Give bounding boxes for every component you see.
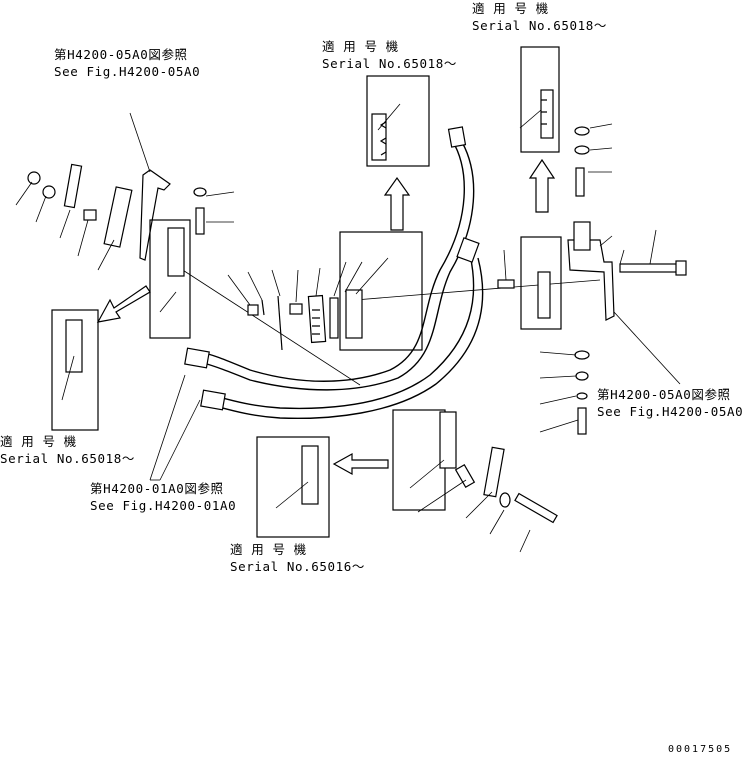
reference-label-bottom-left-en: See Fig.H4200-01A0 xyxy=(90,498,237,513)
serial-label-left-no: Serial No.65018～ xyxy=(0,451,135,466)
inset-box-top-right xyxy=(519,46,560,153)
arrow-down-left xyxy=(96,285,151,323)
right-bracket-assembly xyxy=(497,123,687,435)
inset-box-top-center xyxy=(366,75,430,167)
reference-label-right-jp: 第H4200-05A0図参照 xyxy=(597,387,731,402)
hose-fitting-left-2 xyxy=(200,389,226,411)
bottom-clamp-assembly xyxy=(392,409,558,553)
serial-label-bottom-no: Serial No.65016～ xyxy=(230,559,365,574)
serial-label-top-right-no: Serial No.65018～ xyxy=(472,18,607,33)
center-clamp-assembly xyxy=(227,231,423,351)
reference-label-bottom-left-jp: 第H4200-01A0図参照 xyxy=(90,481,224,496)
reference-label-top-left-en: See Fig.H4200-05A0 xyxy=(54,64,201,79)
reference-label-top-left-jp: 第H4200-05A0図参照 xyxy=(54,47,188,62)
hose-lower xyxy=(214,237,484,420)
hose-fitting-left-1 xyxy=(184,347,210,369)
serial-label-top-center-jp: 適 用 号 機 xyxy=(322,39,399,54)
serial-label-top-center-no: Serial No.65018～ xyxy=(322,56,457,71)
reference-label-right-en: See Fig.H4200-05A0 xyxy=(597,404,744,419)
serial-label-left-jp: 適 用 号 機 xyxy=(0,434,77,449)
left-bracket-assembly xyxy=(15,112,235,339)
hose-upper xyxy=(199,126,475,391)
drawing-number: 00017505 xyxy=(668,744,733,755)
arrow-up-center xyxy=(383,176,411,231)
serial-label-top-right-jp: 適 用 号 機 xyxy=(472,1,549,16)
serial-label-bottom-jp: 適 用 号 機 xyxy=(230,542,307,557)
inset-box-left xyxy=(51,309,99,431)
inset-box-bottom xyxy=(256,436,330,538)
arrow-up-right xyxy=(528,158,556,213)
arrow-left-bottom xyxy=(332,452,389,476)
